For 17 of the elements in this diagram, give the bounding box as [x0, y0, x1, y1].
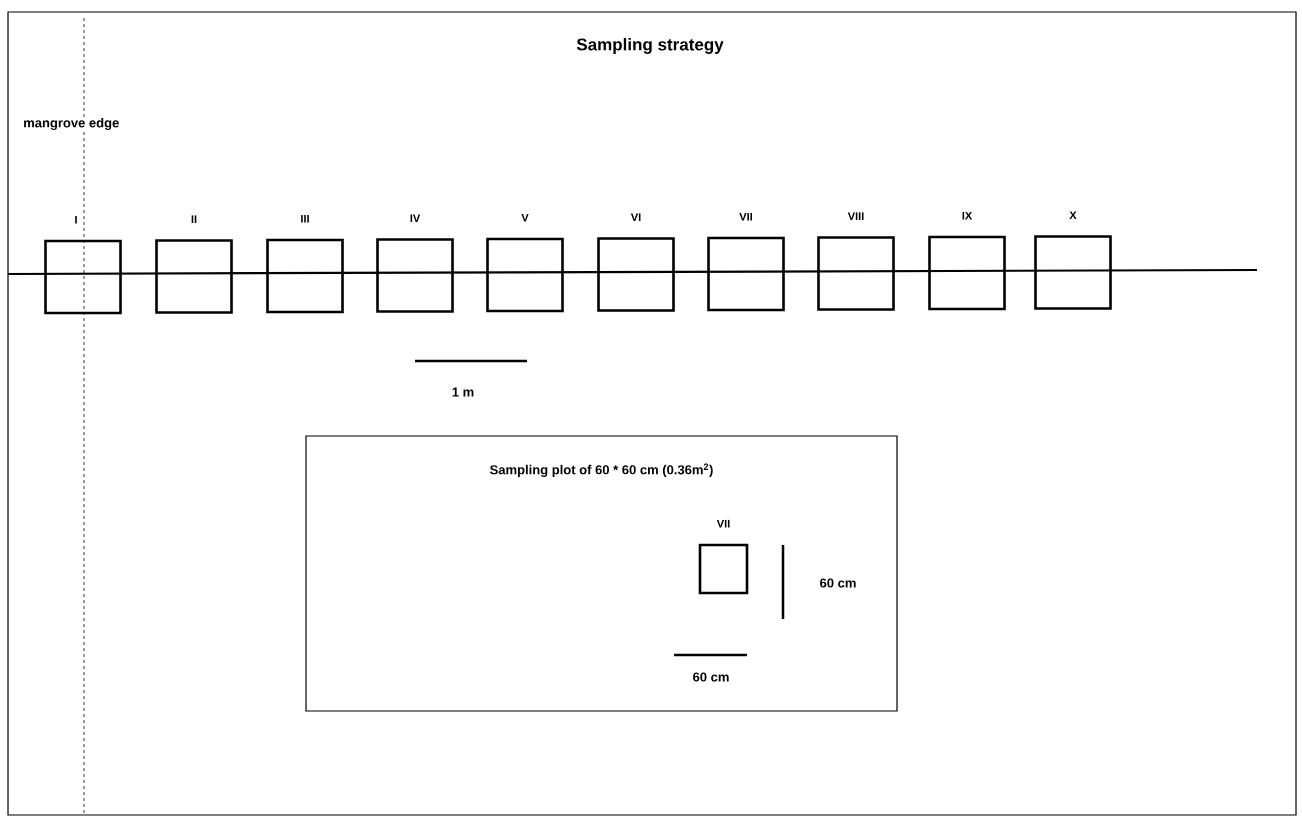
panel-heading: Sampling plot of 60 * 60 cm (0.36m$^{2}$)	[490, 463, 713, 477]
dimension-label: 60 cm	[820, 578, 856, 588]
plot-number: III	[301, 214, 309, 223]
title: Sampling strategy	[576, 38, 724, 54]
plot-number: I	[75, 215, 77, 224]
plot-number: X	[1069, 211, 1077, 219]
plot-number: VIII	[847, 212, 864, 220]
plot-number: V	[521, 213, 529, 222]
plot-number: II	[191, 215, 197, 223]
plot-number: VII	[716, 519, 730, 528]
scale-label: 1 m	[452, 387, 474, 397]
plot-number: VII	[739, 212, 752, 221]
dimension-label: 60 cm	[693, 672, 729, 682]
plot-number: VI	[630, 213, 641, 221]
plot-number: IV	[410, 214, 421, 222]
plot-number: IX	[962, 211, 973, 220]
mangrove-edge-label: mangrove edge	[24, 117, 119, 131]
